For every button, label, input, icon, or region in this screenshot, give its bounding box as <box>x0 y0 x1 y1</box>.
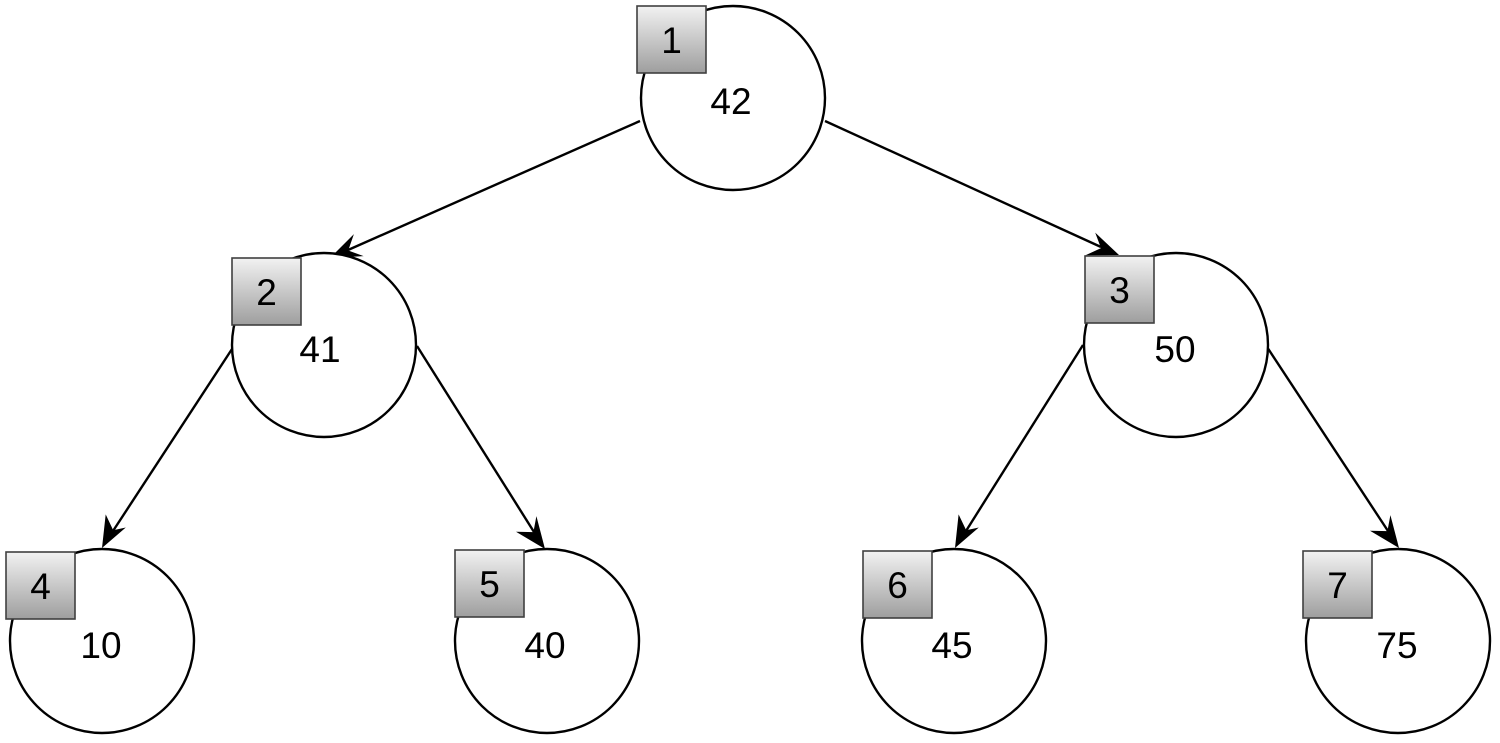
edge-2-4 <box>102 348 234 548</box>
node-index-badge <box>636 5 707 74</box>
node-index-label: 6 <box>887 565 908 606</box>
node-value: 75 <box>1376 625 1417 666</box>
node-index-badge <box>862 550 933 619</box>
node-index-badge <box>231 257 302 326</box>
node-index-label: 1 <box>661 20 682 61</box>
node-value: 50 <box>1154 329 1195 370</box>
edge-1-2 <box>330 119 641 258</box>
tree-node: 40 5 <box>453 547 641 735</box>
edge-1-3 <box>824 119 1119 256</box>
node-index-label: 4 <box>30 566 51 607</box>
edge-3-6 <box>955 344 1085 548</box>
tree-node: 41 2 <box>230 251 418 439</box>
node-value: 41 <box>299 329 340 370</box>
tree-node: 10 4 <box>5 547 196 735</box>
node-index-label: 5 <box>479 564 500 605</box>
edge-3-7 <box>1265 346 1399 548</box>
node-index-label: 2 <box>256 272 277 313</box>
node-value: 40 <box>524 625 565 666</box>
node-index-label: 7 <box>1327 565 1348 606</box>
node-index-label: 3 <box>1109 270 1130 311</box>
node-index-badge <box>5 551 76 620</box>
node-index-badge <box>1084 255 1155 324</box>
node-value: 45 <box>931 625 972 666</box>
node-value: 42 <box>710 81 751 122</box>
tree-node: 75 7 <box>1302 547 1492 735</box>
node-index-badge <box>1302 550 1373 619</box>
tree-node: 50 3 <box>1082 251 1270 439</box>
tree-node: 45 6 <box>860 547 1048 735</box>
edge-2-5 <box>415 345 545 549</box>
edges-layer <box>102 119 1399 549</box>
node-value: 10 <box>80 625 121 666</box>
tree-node: 42 1 <box>636 4 827 192</box>
node-index-badge <box>454 549 525 618</box>
nodes-layer: 42 1 41 2 50 3 10 4 40 <box>5 4 1492 735</box>
